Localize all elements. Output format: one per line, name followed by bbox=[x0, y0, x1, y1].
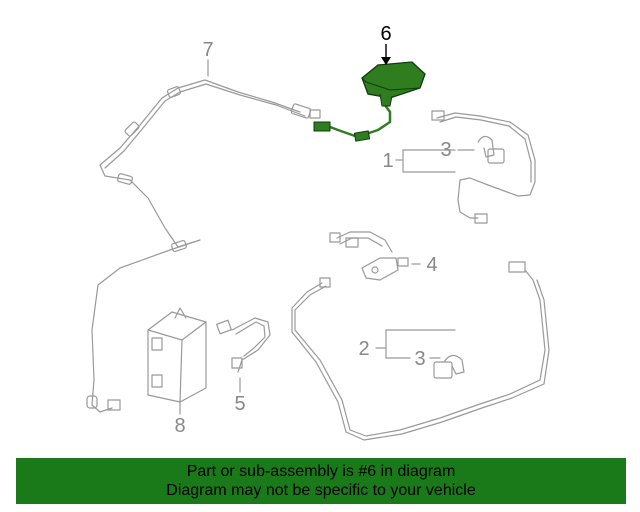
part-7-cable bbox=[86, 79, 321, 413]
info-banner: Part or sub-assembly is #6 in diagram Di… bbox=[16, 458, 626, 504]
callout-7: 7 bbox=[202, 39, 213, 61]
callout-4: 4 bbox=[426, 254, 437, 276]
leader-1 bbox=[395, 149, 456, 173]
part-1-cable bbox=[431, 110, 536, 224]
callout-3-upper: 3 bbox=[440, 139, 451, 161]
leader-2 bbox=[375, 329, 456, 359]
parts-diagram: 6 7 3 1 4 2 3 8 5 bbox=[86, 23, 550, 441]
part-8-module bbox=[147, 307, 207, 403]
callout-6: 6 bbox=[380, 23, 391, 45]
part-5-harness bbox=[216, 317, 271, 373]
callout-5: 5 bbox=[234, 393, 245, 415]
part-6-cable bbox=[313, 103, 392, 142]
part-4-bracket bbox=[329, 231, 409, 281]
part-2-cable bbox=[291, 261, 550, 441]
callout-8: 8 bbox=[174, 415, 185, 437]
banner-line-1: Part or sub-assembly is #6 in diagram bbox=[186, 463, 456, 480]
part-6-antenna bbox=[361, 61, 426, 107]
leader-6-arrow bbox=[381, 57, 391, 65]
callout-2: 2 bbox=[358, 338, 369, 360]
callout-1: 1 bbox=[382, 150, 393, 172]
banner-line-2: Diagram may not be specific to your vehi… bbox=[166, 482, 476, 499]
callout-3-lower: 3 bbox=[414, 348, 425, 370]
